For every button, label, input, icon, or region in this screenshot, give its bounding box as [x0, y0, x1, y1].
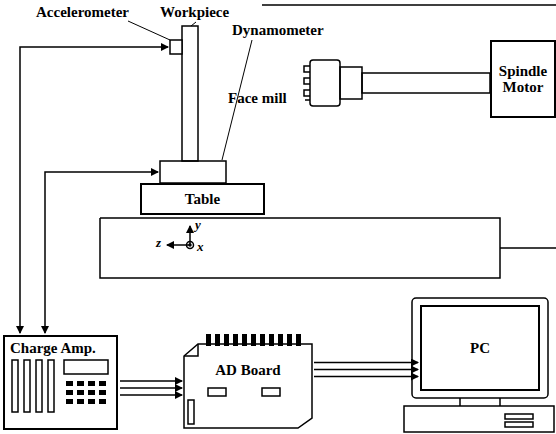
signal-line	[314, 376, 418, 378]
keypad-key	[66, 399, 73, 404]
keypad-key	[77, 390, 84, 395]
connector-pin	[260, 334, 265, 346]
node-label: PC	[470, 340, 490, 357]
keypad-key	[88, 390, 95, 395]
signal-arrow	[314, 363, 418, 377]
signal-line	[314, 369, 418, 371]
connector-pin	[269, 334, 274, 346]
node-label: Table	[185, 191, 220, 208]
keypad-key	[77, 381, 84, 386]
keypad-key	[99, 381, 106, 386]
table-box: Table	[140, 183, 265, 215]
axis-label: y	[195, 218, 201, 232]
connector-pin	[215, 334, 220, 346]
signal-arrow	[120, 381, 182, 395]
computer-box: PC	[420, 305, 540, 391]
connector-pin	[224, 334, 229, 346]
board-box: AD Board	[184, 348, 312, 428]
axis-label: x	[197, 240, 204, 254]
keypad-key	[88, 381, 95, 386]
part-label: Workpiece	[160, 4, 229, 21]
keypad-key	[99, 399, 106, 404]
signal-line	[120, 394, 182, 396]
connector-pin	[287, 334, 292, 346]
sensor-label: Accelerometer	[36, 4, 129, 21]
tool-label: Face mill	[228, 90, 287, 107]
node-label: Spindle Motor	[494, 63, 552, 96]
keypad-key	[99, 390, 106, 395]
connector-pin	[206, 334, 211, 346]
sensor-label: Dynamometer	[232, 22, 324, 39]
connector-pin	[233, 334, 238, 346]
connector-pin	[278, 334, 283, 346]
motor-box: Spindle Motor	[490, 40, 556, 118]
keypad-key	[66, 381, 73, 386]
signal-line	[120, 387, 182, 389]
connector-pin	[296, 334, 301, 346]
keypad-key	[88, 399, 95, 404]
signal-line	[314, 362, 418, 364]
node-label: Charge Amp.	[10, 340, 96, 357]
amplifier-box: Charge Amp.	[3, 335, 118, 430]
keypad-key	[66, 390, 73, 395]
connector-pin	[251, 334, 256, 346]
node-label: AD Board	[215, 362, 280, 379]
signal-line	[120, 380, 182, 382]
connector-pin	[242, 334, 247, 346]
keypad-key	[77, 399, 84, 404]
axis-label: z	[156, 236, 161, 250]
